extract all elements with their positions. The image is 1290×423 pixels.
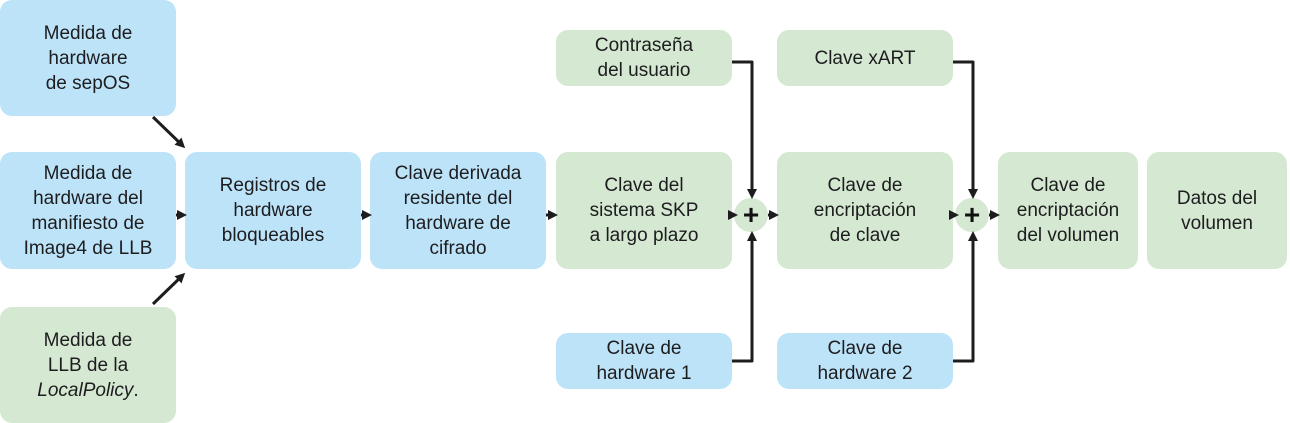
text-line: Contraseña [594, 35, 694, 56]
derived-key-text: Clave derivada residente del hardware de ci… [395, 161, 522, 261]
arrow-password-to-combiner-1 [732, 60, 757, 199]
text-line: residente del [403, 187, 513, 209]
xart-key-text: Clave xART [814, 46, 915, 71]
text-line: Datos del [1176, 187, 1258, 209]
llb-localpolicy-line1: Medida de [43, 329, 133, 351]
lockable-hw-registers-text: Registros de hardware bloqueables [220, 173, 327, 248]
sepos-hw-measure-text: Medida de hardware de sepOS [44, 21, 133, 96]
text-line: manifiesto de [31, 212, 145, 234]
arrow-xart-to-combiner-2 [953, 60, 978, 199]
arrow-hwkey2-to-combiner-2 [953, 231, 978, 363]
hardware-key-1-box: Clave de hardware 1 [556, 333, 732, 389]
text-line: volumen [1181, 212, 1253, 234]
sepos-hw-measure-box: Medida de hardware de sepOS [0, 0, 176, 116]
text-line: Registros de [219, 175, 327, 196]
llb-localpolicy-line2: LLB de la [47, 354, 129, 376]
text-line: Clave de [827, 338, 903, 359]
text-line: cifrado [429, 237, 487, 259]
user-password-text: Contraseña del usuario [595, 33, 693, 83]
combiner-2-plus-icon: + [955, 198, 989, 232]
llb-localpolicy-measure-box: Medida de LLB de la LocalPolicy. [0, 307, 176, 423]
xart-key-box: Clave xART [777, 30, 953, 86]
text-line: Clave derivada [394, 162, 522, 184]
text-line: Clave de [827, 175, 903, 196]
text-line: hardware del [33, 187, 143, 209]
text-line: Medida de [43, 162, 133, 184]
llb-image4-measure-text: Medida de hardware del manifiesto de Image4… [24, 161, 153, 261]
volume-data-box: Datos del volumen [1147, 152, 1287, 269]
text-line: hardware 1 [596, 363, 692, 384]
combiner-1-plus-icon: + [734, 198, 768, 232]
arrow-hwkey1-to-combiner-1 [732, 231, 757, 363]
derived-key-box: Clave derivada residente del hardware de ci… [370, 152, 546, 269]
arrow-sepos-to-registers [151, 115, 186, 149]
text-line: hardware [233, 200, 313, 221]
skp-system-key-text: Clave del sistema SKP a largo plazo [590, 173, 699, 248]
skp-system-key-box: Clave del sistema SKP a largo plazo [556, 152, 732, 269]
text-line: del usuario [597, 60, 691, 81]
localpolicy-italic: LocalPolicy [37, 379, 134, 401]
user-password-box: Contraseña del usuario [556, 30, 732, 86]
text-line: encriptación [1016, 200, 1120, 221]
key-encryption-key-text: Clave de encriptación de clave [814, 173, 916, 248]
text-line: Clave del [604, 175, 684, 196]
text-line: del volumen [1016, 225, 1120, 246]
llb-image4-measure-box: Medida de hardware del manifiesto de Image4… [0, 152, 176, 269]
text-line: encriptación [813, 200, 917, 221]
text-line: Medida de [43, 22, 133, 44]
text-line: Image4 de LLB [23, 237, 153, 259]
localpolicy-suffix: . [133, 379, 139, 401]
arrow-localpolicy-to-registers [151, 272, 186, 306]
hardware-key-1-text: Clave de hardware 1 [596, 336, 691, 386]
text-line: bloqueables [221, 225, 325, 246]
text-line: a largo plazo [589, 225, 699, 246]
text-line: de sepOS [45, 72, 131, 94]
text-line: sistema SKP [589, 200, 699, 221]
text-line: hardware de [405, 212, 511, 234]
text-line: de clave [829, 225, 901, 246]
llb-localpolicy-measure-text: Medida de LLB de la LocalPolicy. [37, 328, 138, 403]
text-line: hardware [48, 47, 128, 69]
text-line: Clave de [1030, 175, 1106, 196]
text-line: hardware 2 [817, 363, 913, 384]
volume-encryption-key-box: Clave de encriptación del volumen [998, 152, 1138, 269]
llb-localpolicy-line3: LocalPolicy. [37, 378, 138, 403]
hardware-key-2-box: Clave de hardware 2 [777, 333, 953, 389]
volume-encryption-key-text: Clave de encriptación del volumen [1017, 173, 1119, 248]
text-line: Clave xART [814, 47, 916, 69]
key-encryption-key-box: Clave de encriptación de clave [777, 152, 953, 269]
hardware-key-2-text: Clave de hardware 2 [817, 336, 912, 386]
volume-data-text: Datos del volumen [1177, 186, 1257, 236]
text-line: Clave de [606, 338, 682, 359]
lockable-hw-registers-box: Registros de hardware bloqueables [185, 152, 361, 269]
